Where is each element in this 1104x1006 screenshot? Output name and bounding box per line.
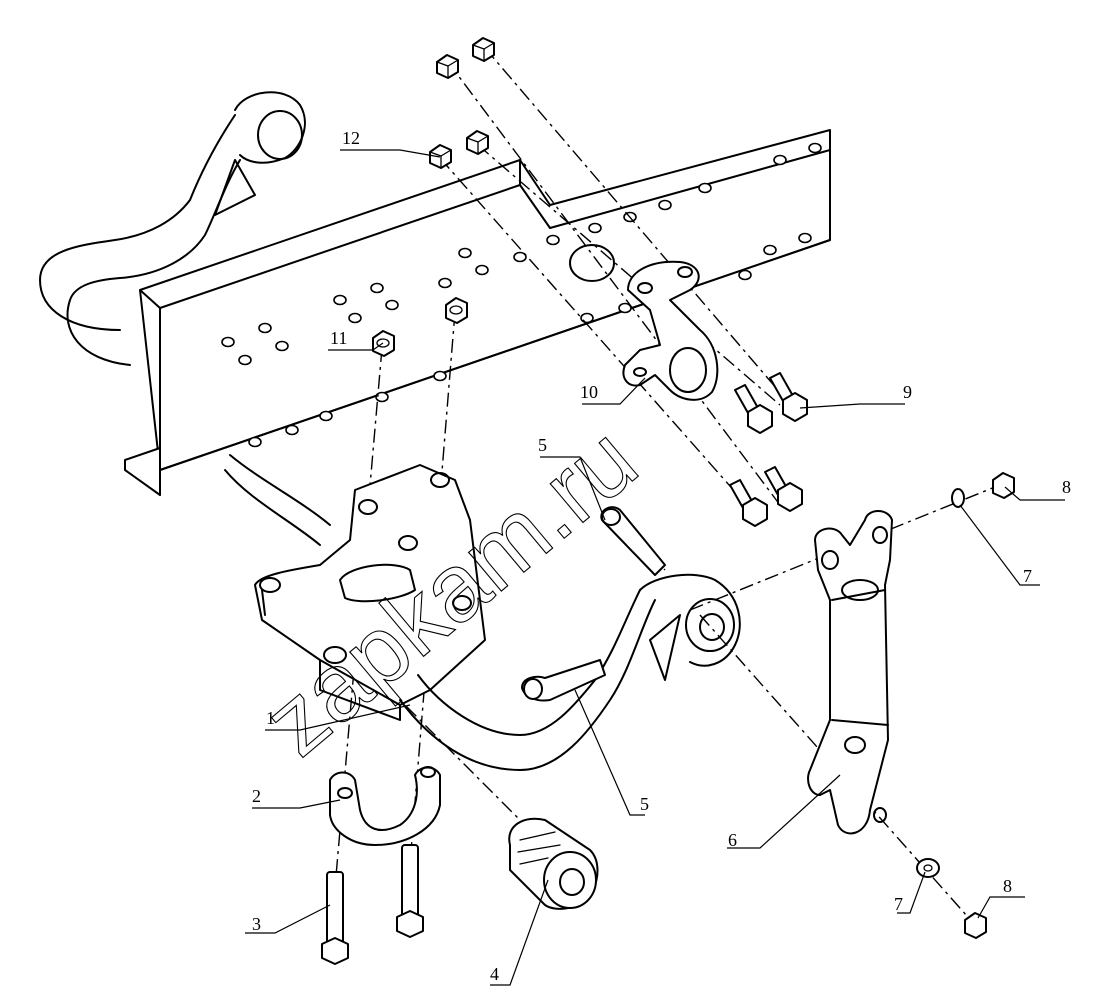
callout-7b: 7 xyxy=(894,894,903,914)
upper-nuts xyxy=(429,37,495,169)
callout-5a: 5 xyxy=(538,435,547,455)
callout-labels: 12 11 10 9 5 8 7 1 2 3 4 5 6 7 8 xyxy=(252,128,1071,984)
callout-3: 3 xyxy=(252,914,261,934)
bolts-9 xyxy=(729,372,808,527)
bolts-3 xyxy=(321,844,424,965)
callout-1: 1 xyxy=(266,708,275,728)
callout-4: 4 xyxy=(490,964,499,984)
callout-8a: 8 xyxy=(1062,477,1071,497)
frame-rail xyxy=(124,129,831,496)
callout-9: 9 xyxy=(903,382,912,402)
clamp-2 xyxy=(329,766,441,846)
stabilizer-bar xyxy=(39,91,331,546)
nuts-11 xyxy=(372,297,468,357)
stabilizer-bar-front xyxy=(399,573,741,771)
washers-nuts-right xyxy=(916,472,1015,939)
nut-top-a xyxy=(436,54,459,79)
link-6 xyxy=(807,510,893,835)
callout-11: 11 xyxy=(330,328,347,348)
callout-12: 12 xyxy=(342,128,360,148)
callout-2: 2 xyxy=(252,786,261,806)
bushing-4 xyxy=(508,817,599,910)
bar-bracket xyxy=(254,464,486,721)
pins-5 xyxy=(521,506,666,702)
nut-12-a xyxy=(429,144,452,169)
callout-5b: 5 xyxy=(640,794,649,814)
nut-12-b xyxy=(466,130,489,155)
callout-8b: 8 xyxy=(1003,876,1012,896)
callout-7a: 7 xyxy=(1023,566,1032,586)
nut-top-b xyxy=(472,37,495,62)
bracket-10 xyxy=(622,260,719,401)
frame-holes xyxy=(221,142,822,448)
leader-lines xyxy=(245,149,1065,986)
callout-6: 6 xyxy=(728,830,737,850)
callout-10: 10 xyxy=(580,382,598,402)
